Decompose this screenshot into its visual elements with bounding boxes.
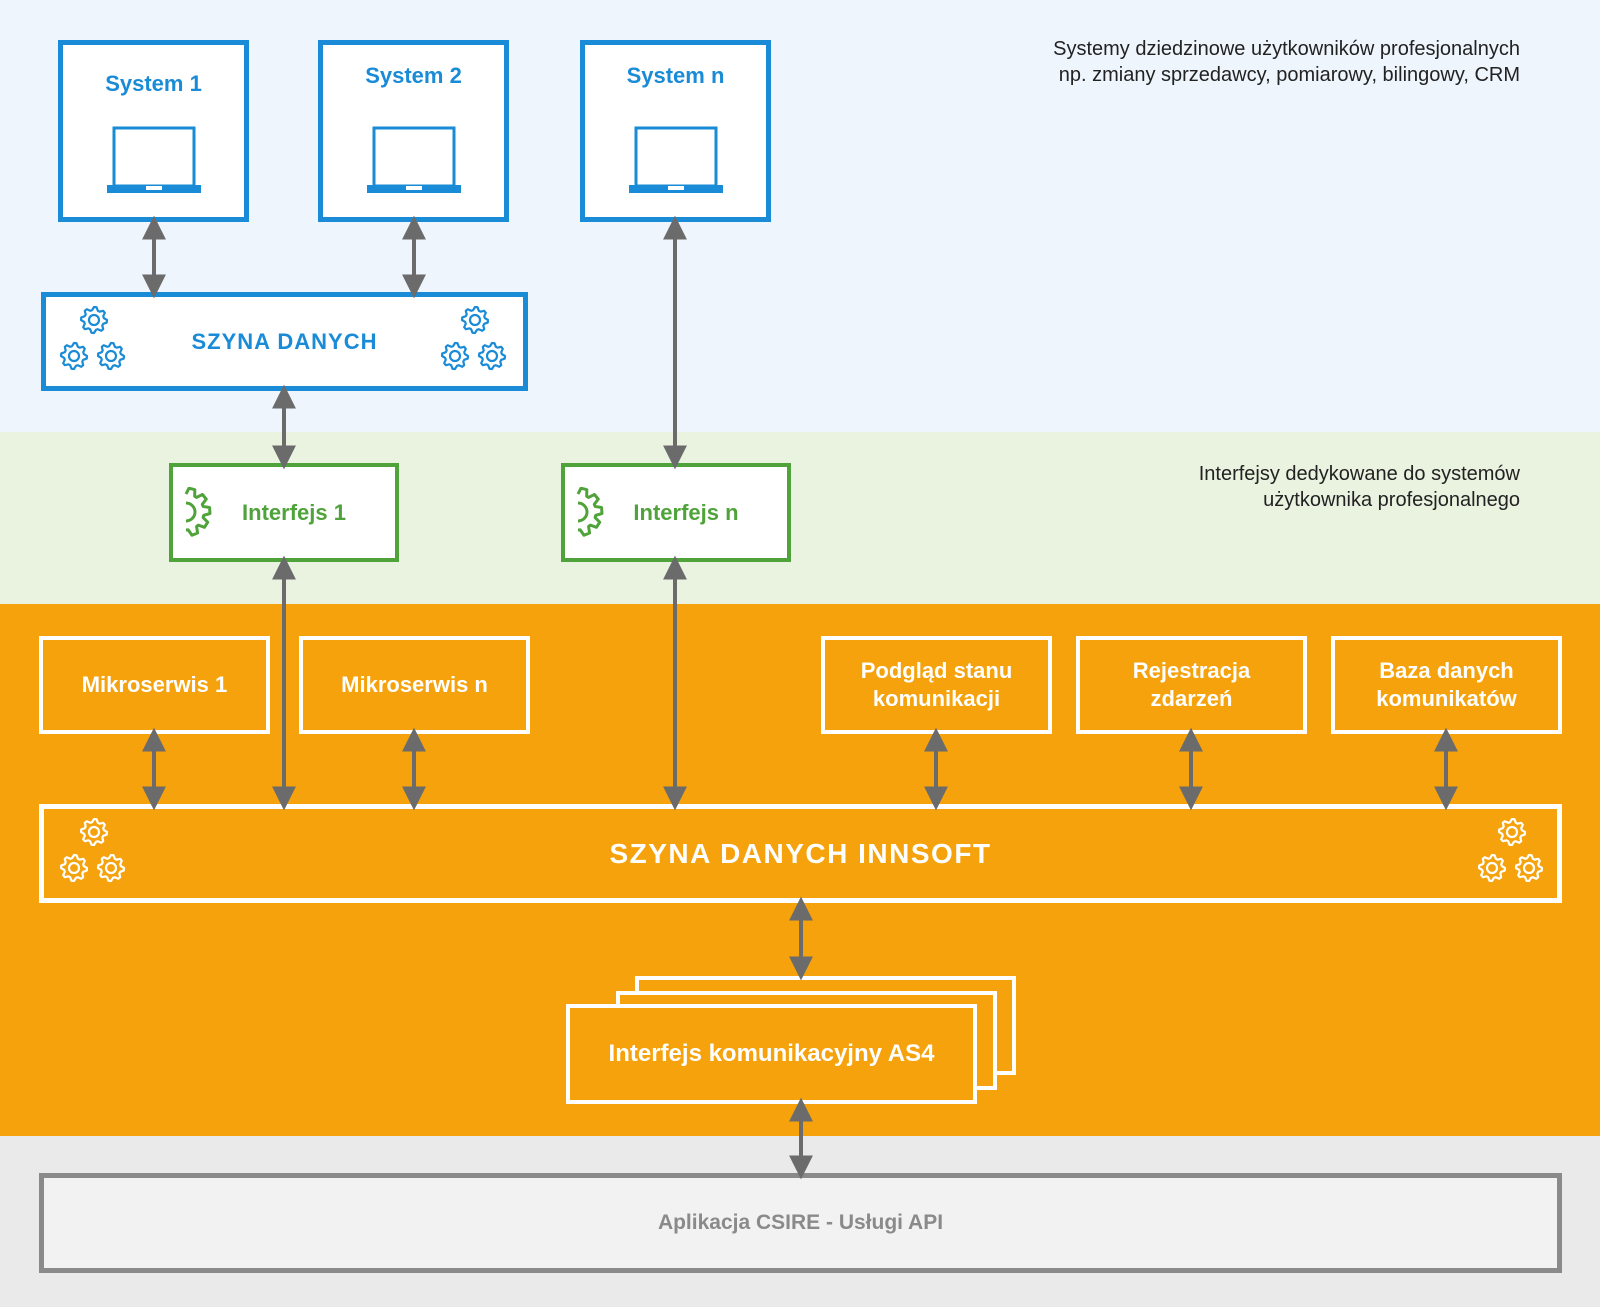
microservice-1-box: Mikroserwis 1 [39,636,270,734]
communication-status-label-line-1: Podgląd stanu [860,658,1013,683]
data-bus-label: SZYNA DANYCH [191,328,378,354]
gears-icon [1477,818,1544,883]
system-n-label: System n [626,63,725,88]
system-n-box: System n [580,40,771,222]
gears-icon [440,306,507,371]
gears-icon [59,306,126,371]
systems-note-line-2: np. zmiany sprzedawcy, pomiarowy, biling… [1058,64,1520,86]
event-registration-label-line-1: Rejestracja [1132,658,1251,683]
gears-icon [59,818,126,883]
data-bus-box: SZYNA DANYCH [41,292,528,391]
half-gear-icon [184,487,212,537]
system-2-label: System 2 [365,63,462,88]
message-database-label-line-1: Baza danych [1379,658,1514,683]
half-gear-icon [576,487,604,537]
communication-status-label-line-2: komunikacji [872,686,1001,711]
interface-n-label: Interfejs n [633,499,739,525]
event-registration-box: Rejestracja zdarzeń [1076,636,1307,734]
csire-api-box: Aplikacja CSIRE - Usługi API [39,1173,1562,1273]
microservice-1-label: Mikroserwis 1 [81,672,228,697]
interface-1-label: Interfejs 1 [242,499,346,525]
message-database-label-line-2: komunikatów [1376,686,1517,711]
laptop-icon [106,126,201,193]
message-database-box: Baza danych komunikatów [1331,636,1562,734]
system-2-box: System 2 [318,40,509,222]
interfaces-note: Interfejsy dedykowane do systemów użytko… [1199,461,1520,513]
innsoft-data-bus-box: SZYNA DANYCH INNSOFT [39,804,1562,903]
microservice-n-box: Mikroserwis n [299,636,530,734]
microservice-n-label: Mikroserwis n [341,672,488,697]
systems-note: Systemy dziedzinowe użytkowników profesj… [1053,36,1520,88]
as4-interface-label: Interfejs komunikacyjny AS4 [608,1040,935,1067]
interfaces-note-line-1: Interfejsy dedykowane do systemów [1198,463,1520,485]
system-1-box: System 1 [58,40,249,222]
laptop-icon [366,126,461,193]
as4-interface-box: Interfejs komunikacyjny AS4 [566,1004,977,1104]
system-1-label: System 1 [105,71,202,96]
systems-note-line-1: Systemy dziedzinowe użytkowników profesj… [1053,38,1520,60]
innsoft-data-bus-label: SZYNA DANYCH INNSOFT [609,837,992,869]
csire-api-label: Aplikacja CSIRE - Usługi API [657,1211,944,1234]
interface-n-box: Interfejs n [561,463,791,562]
interfaces-note-line-2: użytkownika profesjonalnego [1263,489,1520,511]
laptop-icon [628,126,723,193]
communication-status-box: Podgląd stanu komunikacji [821,636,1052,734]
event-registration-label-line-2: zdarzeń [1150,686,1233,711]
